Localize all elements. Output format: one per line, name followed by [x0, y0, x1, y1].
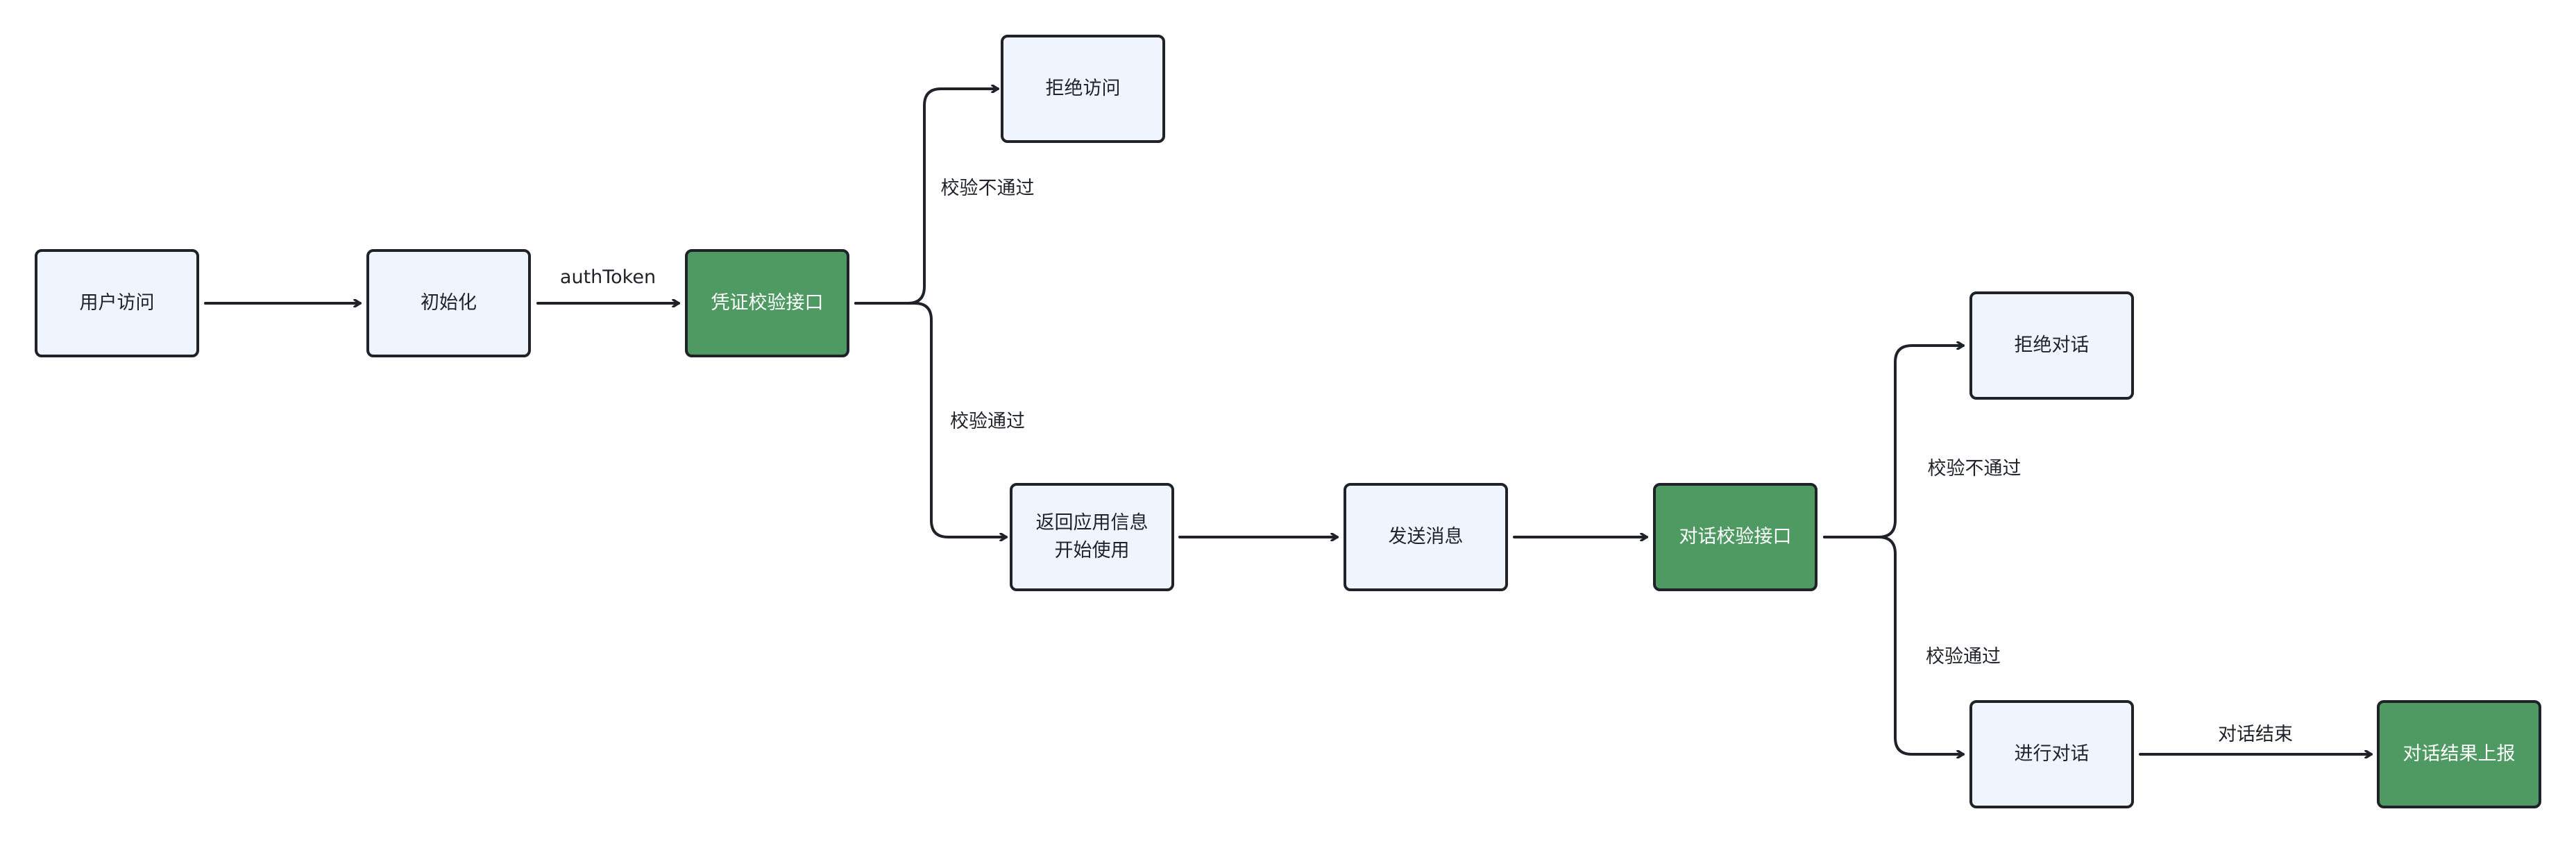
edge-label-dialog-pass: 校验通过 [1926, 646, 2001, 668]
edge-label-credential-fail: 校验不通过 [940, 178, 1035, 199]
edge-dialog-check-to-deny-dialog [1823, 346, 1965, 538]
node-return-info: 返回应用信息 开始使用 [1010, 483, 1174, 591]
node-credential-check: 凭证校验接口 [685, 249, 849, 357]
edge-label-credential-pass: 校验通过 [950, 411, 1025, 432]
node-deny-dialog: 拒绝对话 [1969, 291, 2134, 400]
node-report-result: 对话结果上报 [2377, 700, 2541, 808]
node-deny-access: 拒绝访问 [1001, 35, 1165, 143]
node-send-message: 发送消息 [1344, 483, 1508, 591]
node-start-dialog: 进行对话 [1969, 700, 2134, 808]
edge-label-dialog-end: 对话结束 [2218, 724, 2293, 745]
edge-credential-check-to-return-info [854, 302, 1008, 537]
node-dialog-check: 对话校验接口 [1653, 483, 1817, 591]
edge-label-dialog-fail: 校验不通过 [1927, 458, 2022, 479]
edge-label-auth-token: authToken [559, 266, 656, 288]
node-init: 初始化 [366, 249, 531, 357]
edge-dialog-check-to-start-dialog [1823, 536, 1965, 754]
node-user-visit: 用户访问 [35, 249, 199, 357]
